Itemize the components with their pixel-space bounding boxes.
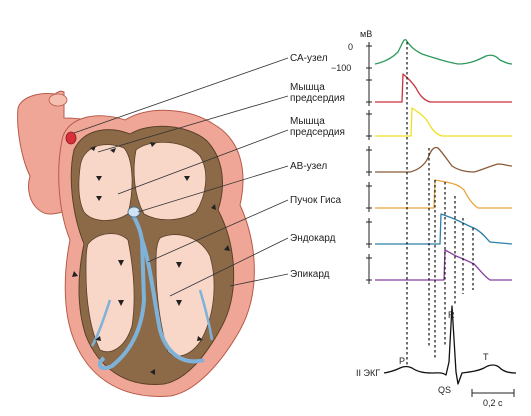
label-atria-2-line1: Мышца bbox=[290, 116, 325, 127]
left-ventricle bbox=[155, 234, 215, 357]
his-bundle-path bbox=[97, 212, 147, 371]
sa-node bbox=[65, 131, 77, 145]
label-atria-2-line2: предсердия bbox=[290, 127, 345, 138]
left-atrium bbox=[133, 141, 207, 221]
potential-axes: мВ 0 −100 bbox=[331, 29, 372, 284]
right-atrium bbox=[78, 144, 133, 221]
trace-atria-1 bbox=[375, 73, 512, 103]
ecg-wave-qs: QS bbox=[438, 385, 451, 395]
left-branch-path bbox=[140, 239, 205, 364]
trace-endocardium bbox=[375, 213, 513, 245]
label-atria-1-line1: Мышца bbox=[290, 82, 325, 93]
heart-illustration bbox=[17, 90, 255, 397]
propagation-arrows bbox=[72, 142, 230, 375]
action-potential-traces bbox=[374, 38, 513, 281]
label-endocardium: Эндокард bbox=[290, 233, 336, 244]
label-his-bundle: Пучок Гиса bbox=[290, 195, 342, 206]
av-node bbox=[127, 206, 141, 218]
axis-tick-minus100: −100 bbox=[331, 63, 351, 73]
ecg-wave-r: R bbox=[448, 310, 455, 320]
trace-av-node bbox=[375, 146, 513, 173]
trace-epicardium bbox=[375, 249, 512, 281]
label-epicardium: Эпикард bbox=[290, 269, 330, 280]
ecg-strip: II ЭКГ P R QS T 0,2 с bbox=[356, 305, 517, 408]
structure-labels: СА-узел Мышца предсердия Мышца предсерди… bbox=[290, 53, 345, 280]
leader-lines bbox=[73, 57, 289, 297]
label-av-node: АВ-узел bbox=[290, 161, 327, 172]
label-atria-1-line2: предсердия bbox=[290, 93, 345, 104]
trace-his-bundle bbox=[375, 179, 512, 209]
label-sa-node: СА-узел bbox=[290, 53, 328, 64]
axis-unit: мВ bbox=[360, 29, 372, 39]
trace-atria-2 bbox=[375, 107, 512, 137]
ecg-wave-p: P bbox=[399, 356, 405, 366]
time-scale-label: 0,2 с bbox=[483, 398, 503, 408]
ecg-lead-label: II ЭКГ bbox=[356, 368, 380, 378]
ecg-trace bbox=[383, 305, 517, 385]
trace-sa-node bbox=[374, 38, 513, 65]
ecg-wave-t: T bbox=[483, 352, 489, 362]
axis-tick-zero: 0 bbox=[348, 42, 353, 52]
timing-drop-lines bbox=[406, 42, 474, 366]
